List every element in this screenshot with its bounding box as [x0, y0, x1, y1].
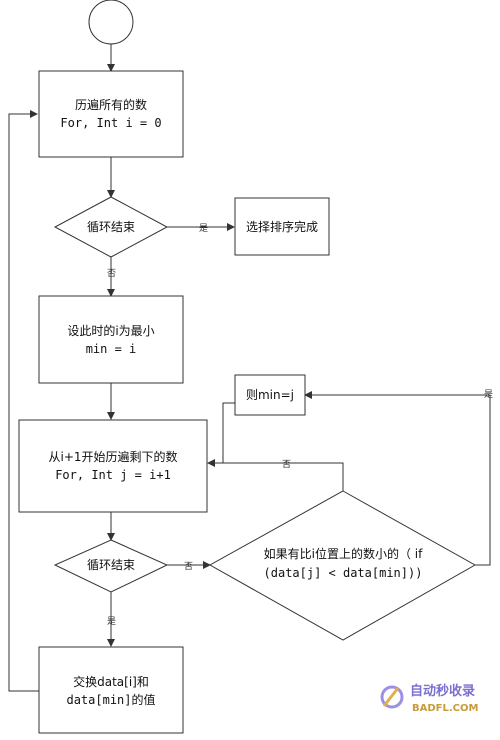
compare-line2: (data[j] < data[min]))	[264, 566, 423, 580]
edge-label-compare-no: 否	[282, 459, 291, 470]
edge-label-compare-yes: 是	[484, 389, 493, 400]
swap-line2: data[min]的值	[66, 692, 155, 707]
connectors	[8, 44, 491, 692]
set-min-line1: 设此时的i为最小	[67, 323, 154, 338]
edge-setminj-to-inner	[222, 402, 235, 463]
edge-compare-yes-to-setminj	[304, 391, 491, 566]
start-node	[88, 0, 134, 45]
compare-diamond: 如果有比i位置上的数小的（ if (data[j] < data[min]))	[208, 490, 477, 641]
compare-line1: 如果有比i位置上的数小的（ if	[264, 546, 423, 561]
watermark-brand: 自动秒收录	[410, 683, 475, 699]
edge-label-inner-yes: 是	[107, 616, 116, 627]
inner-loop-line1: 从i+1开始历遍剩下的数	[48, 449, 177, 464]
set-min-line2: min = i	[86, 342, 137, 356]
edge-label-inner-no: 否	[184, 561, 193, 572]
edge-swap-back-to-loop	[8, 110, 39, 692]
edge-compare-no-to-inner	[207, 459, 344, 491]
set-min-j-box: 则min=j	[234, 374, 306, 416]
sort-done-box: 选择排序完成	[234, 197, 330, 256]
inner-loop-line2: For, Int j = i+1	[55, 468, 171, 482]
swap-box: 交换data[i]和 data[min]的值	[38, 646, 184, 734]
outer-condition-diamond: 循环结束	[53, 196, 169, 258]
outer-loop-line2: For, Int i = 0	[60, 116, 161, 130]
set-min-box: 设此时的i为最小 min = i	[38, 295, 184, 384]
swap-line1: 交换data[i]和	[73, 674, 149, 689]
outer-condition-label: 循环结束	[87, 220, 135, 234]
outer-loop-line1: 历遍所有的数	[75, 97, 147, 112]
watermark: 自动秒收录 BADFL.COM	[380, 683, 479, 714]
inner-condition-diamond: 循环结束	[53, 539, 169, 593]
edge-label-outer-no: 否	[107, 268, 116, 279]
watermark-url: BADFL.COM	[412, 703, 479, 714]
sort-done-label: 选择排序完成	[246, 219, 318, 234]
outer-loop-box: 历遍所有的数 For, Int i = 0	[38, 70, 184, 158]
inner-condition-label: 循环结束	[87, 558, 135, 572]
watermark-logo-icon	[380, 685, 404, 709]
edge-label-outer-yes: 是	[199, 223, 208, 234]
inner-loop-box: 从i+1开始历遍剩下的数 For, Int j = i+1	[18, 419, 208, 513]
set-min-j-label: 则min=j	[246, 388, 294, 402]
